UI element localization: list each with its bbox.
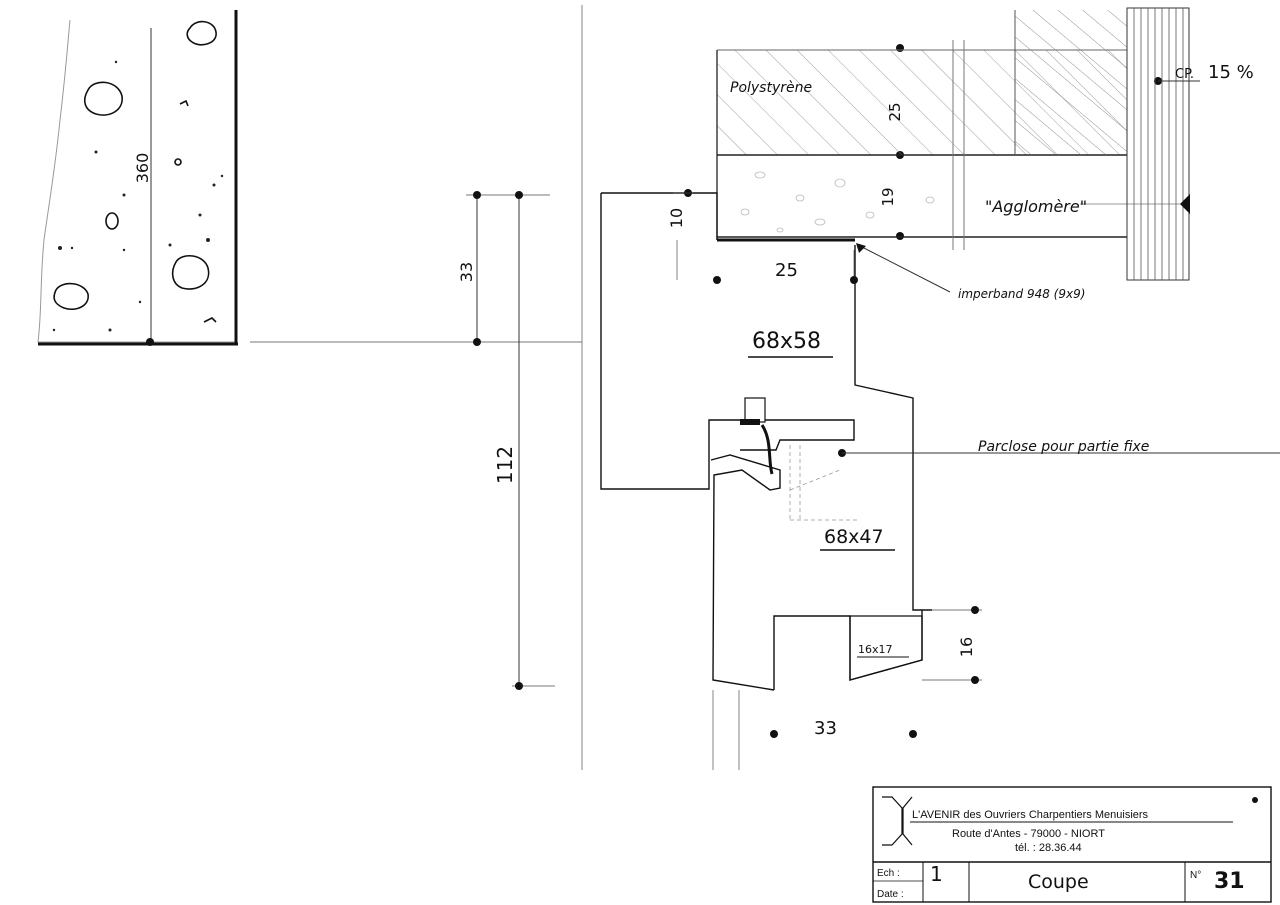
label-dim-33-left: 33 [457,262,476,282]
number-value: 31 [1214,869,1245,894]
label-parclose: Parclose pour partie fixe [978,439,1149,455]
company-phone: tél. : 28.36.44 [1015,842,1082,854]
label-dim-10: 10 [667,208,686,228]
cp-panel [1126,7,1200,281]
leader-lines [673,192,1280,454]
label-imperband: imperband 948 (9x9) [958,287,1085,301]
label-dim-360: 360 [133,153,152,184]
drawing-title: Coupe [1028,871,1089,893]
label-section-16x17: 16x17 [858,643,893,656]
ech-label: Ech : [877,868,900,879]
label-polystyrene: Polystyrène [730,80,812,96]
label-dim-25-top: 25 [886,102,904,121]
dimension-dots [146,44,1162,738]
label-cp-value: 15 % [1208,62,1254,83]
label-dim-25-mid: 25 [775,260,798,281]
label-section-68x58: 68x58 [752,329,821,354]
agglomere-layer [717,40,1185,250]
punch-hole [1252,797,1258,803]
label-dim-19: 19 [879,187,897,206]
label-dim-33-bottom: 33 [814,718,837,739]
label-dim-112: 112 [493,446,517,484]
company-address: Route d'Antes - 79000 - NIORT [952,828,1105,840]
label-section-68x47: 68x47 [824,526,884,548]
number-label: N° [1190,870,1201,881]
label-dim-16: 16 [957,637,976,657]
arrowhead-imperband [856,243,866,253]
company-name: L'AVENIR des Ouvriers Charpentiers Menui… [912,809,1149,821]
16x17-bead [849,615,923,681]
company-logo [882,796,913,846]
masonry-wall [37,10,238,346]
title-block: L'AVENIR des Ouvriers Charpentiers Menui… [872,786,1272,903]
dimension-lines-left [476,195,520,686]
polystyrene-layer [716,10,1127,240]
frame-68x47 [789,445,860,521]
label-cp: CP. [1175,67,1194,82]
labels: Polystyrène 25 19 "Agglomère" CP. 15 % 1… [133,62,1254,739]
glazing-bead [740,397,774,475]
label-agglomere: "Agglomère" [985,197,1087,216]
date-label: Date : [877,889,904,900]
ech-value: 1 [930,862,943,886]
